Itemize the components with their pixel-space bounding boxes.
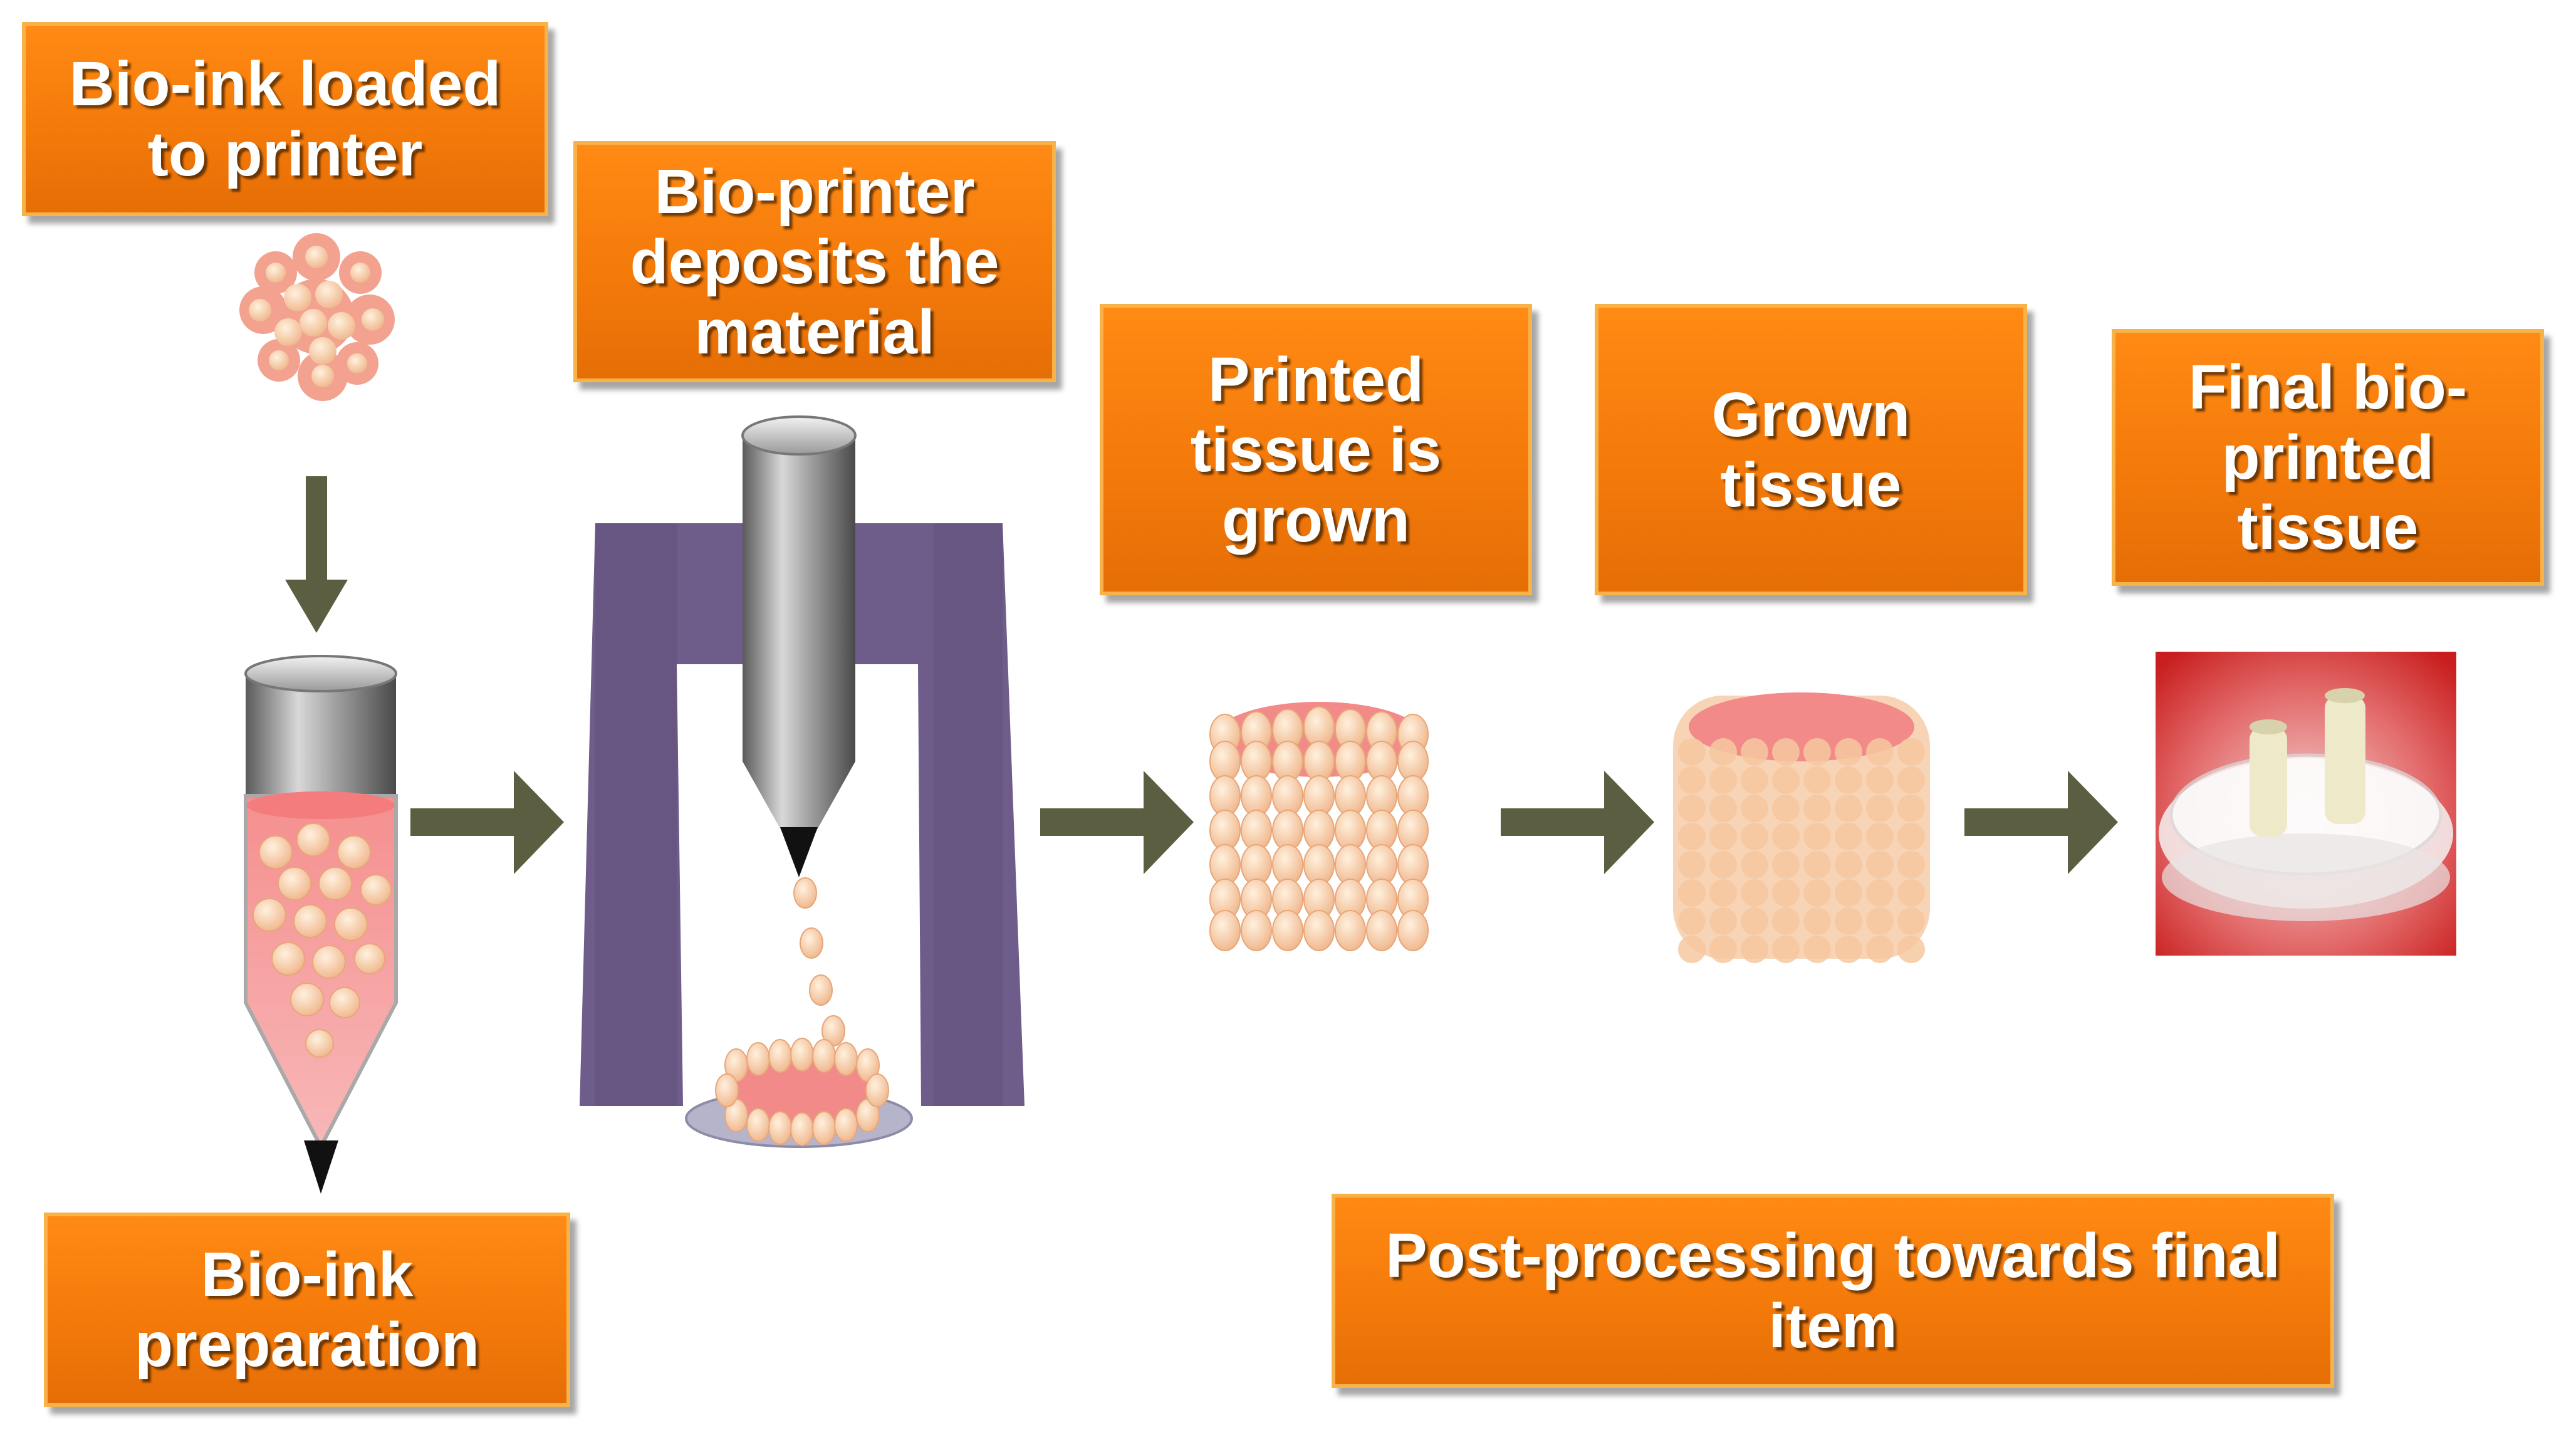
right-arrow-icon	[1040, 771, 1194, 874]
grown-tissue-icon	[1673, 692, 1930, 963]
test-tube-icon	[244, 655, 398, 1194]
right-arrow-icon	[1964, 771, 2118, 874]
label-grown-tissue: Grown tissue	[1595, 304, 2027, 595]
printed-tissue-icon	[1209, 702, 1429, 951]
bioprinter-icon	[580, 415, 1025, 1148]
down-arrow-icon	[285, 476, 348, 633]
right-arrow-icon	[1501, 771, 1654, 874]
label-printed-tissue-grown: Printed tissue is grown	[1100, 304, 1532, 595]
final-tissue-photo	[2156, 652, 2456, 956]
label-bioink-preparation: Bio-ink preparation	[44, 1213, 570, 1407]
label-post-processing: Post-processing towards final item	[1332, 1194, 2334, 1388]
right-arrow-icon	[410, 771, 564, 874]
label-bioprinter-deposits: Bio-printer deposits the material	[573, 141, 1056, 382]
label-bioink-loaded: Bio-ink loaded to printer	[22, 22, 548, 216]
cell-cluster-icon	[239, 233, 395, 401]
label-final-tissue: Final bio- printed tissue	[2112, 329, 2544, 586]
